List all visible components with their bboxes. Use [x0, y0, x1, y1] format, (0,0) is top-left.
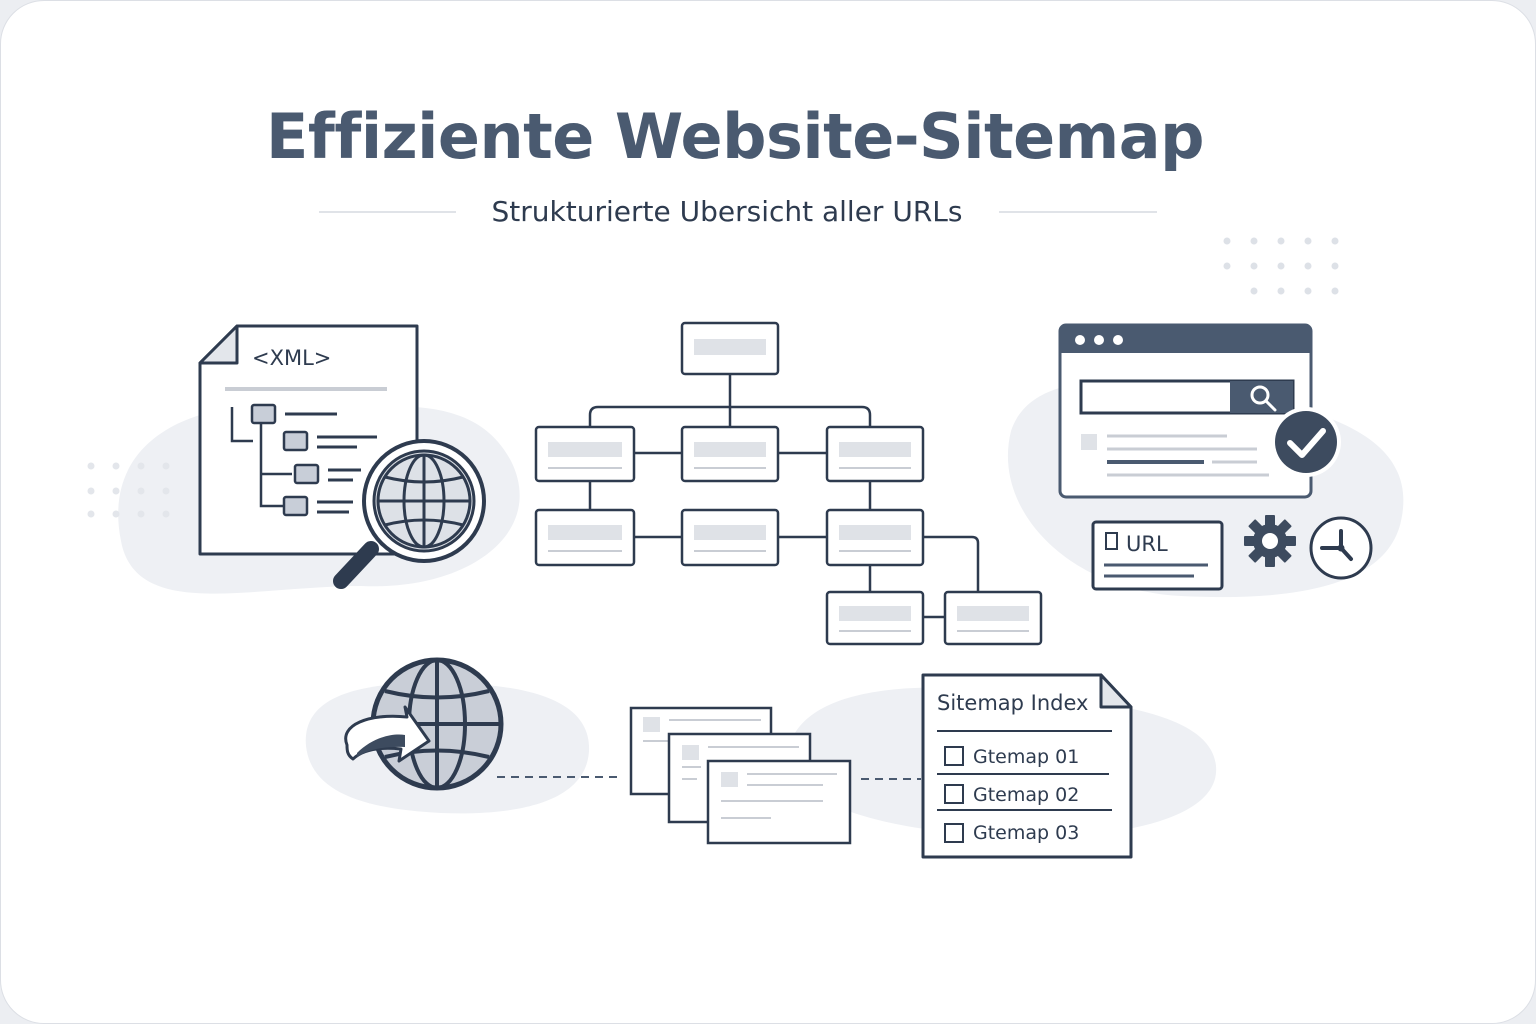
tree-node: [943, 590, 1043, 646]
checkbox-icon: [944, 746, 964, 766]
window-dot-icon: [1113, 335, 1123, 345]
list-item: Gtemap 01: [944, 746, 1079, 768]
dot-grid-left: [87, 462, 170, 518]
dot-grid-top-right: [1223, 237, 1339, 295]
checkmark-icon: [1271, 407, 1341, 477]
globe-icon: [376, 453, 472, 549]
tree-node: [825, 590, 925, 646]
document-fold: [198, 324, 239, 365]
window-dot-icon: [1075, 335, 1085, 345]
tree-node: [534, 508, 636, 567]
sitemap-file: [706, 759, 852, 845]
arrow-icon: [344, 705, 431, 763]
tree-connectors: [588, 374, 980, 619]
checkbox-icon: [944, 823, 964, 843]
list-item: Gtemap 03: [944, 822, 1079, 844]
window-dot-icon: [1094, 335, 1104, 345]
xml-tree-lines: [285, 412, 377, 514]
page-subtitle: Strukturierte Ubersicht aller URLs: [492, 195, 963, 228]
clock-icon: [1309, 516, 1373, 580]
tree-nodes: [534, 321, 1043, 646]
xml-tree-nodes: [250, 403, 320, 517]
submit-globe-group: [344, 657, 504, 791]
url-card-label: URL: [1126, 532, 1168, 556]
tree-node: [534, 425, 636, 483]
list-item: Gtemap 02: [944, 784, 1079, 806]
sitemap-index-item: Gtemap 03: [973, 822, 1079, 844]
tree-node: [680, 425, 780, 483]
sitemap-file-stack: [629, 706, 852, 845]
globe-icon: [370, 657, 504, 791]
xml-tree: [230, 407, 292, 508]
browser-window: [1058, 323, 1341, 499]
url-card: URL: [1091, 520, 1224, 591]
sitemap-index-title: Sitemap Index: [937, 691, 1088, 715]
tree-node-root: [680, 321, 780, 376]
tree-node: [825, 425, 925, 483]
xml-document-group: <XML>: [198, 324, 486, 589]
search-results: [1081, 434, 1269, 477]
tree-node: [825, 508, 925, 567]
tree-node: [680, 508, 780, 567]
url-checkbox-icon: [1105, 532, 1118, 550]
search-icon: [1250, 385, 1277, 412]
xml-tag-label: <XML>: [252, 346, 331, 370]
sitemap-index-item: Gtemap 01: [973, 746, 1079, 768]
search-bar: [1079, 379, 1295, 415]
checkbox-icon: [944, 784, 964, 804]
page-title: Effiziente Website-Sitemap: [266, 100, 1204, 173]
sitemap-index-document: Sitemap Index Gtemap 01 Gtemap 02 Gtemap…: [921, 673, 1133, 859]
document-fold: [1099, 673, 1133, 709]
browser-title-bar: [1060, 325, 1311, 353]
site-tree: [534, 321, 1043, 646]
sitemap-index-item: Gtemap 02: [973, 784, 1079, 806]
gear-icon: [1244, 515, 1296, 567]
